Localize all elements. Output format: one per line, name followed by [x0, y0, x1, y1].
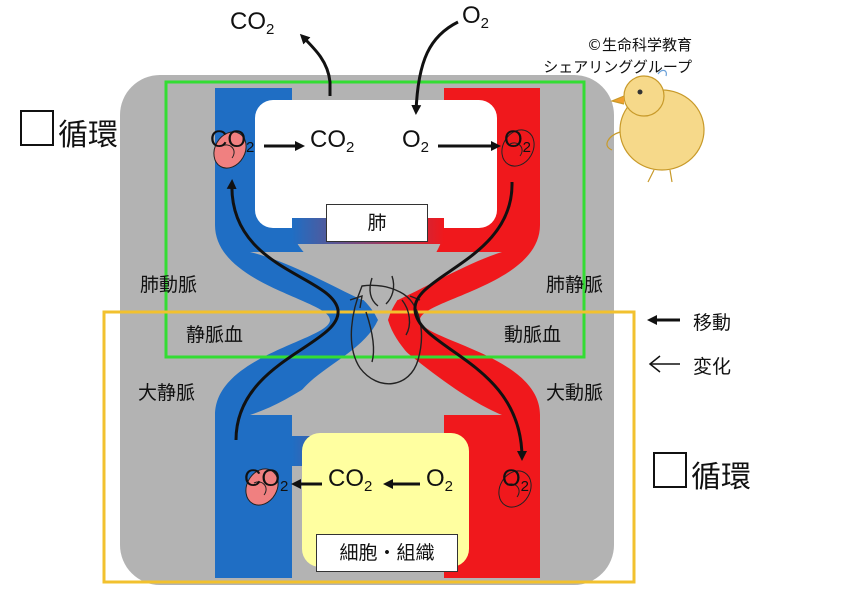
chick-icon — [606, 69, 705, 183]
pulmonary-artery-label: 肺動脈 — [140, 274, 198, 296]
legend-change-label: 変化 — [693, 356, 732, 378]
o2-alveolus-label: O2 — [402, 126, 430, 156]
o2-blood-lung-label: O2 — [504, 126, 532, 156]
lung-area — [255, 100, 497, 228]
arterial-blood-label: 動脈血 — [504, 324, 562, 346]
arrow-o2-inhale — [411, 20, 459, 115]
venous-blood-label: 静脈血 — [186, 324, 244, 346]
co2-blood-tissue-label: CO2 — [244, 465, 289, 495]
credit-line-2: シェアリンググループ — [543, 58, 692, 76]
systemic-circulation-title: 循環 — [691, 460, 751, 495]
systemic-circulation-frame — [102, 310, 636, 584]
systemic-answer-blank[interactable] — [653, 452, 687, 488]
red-blood-cell-icon — [501, 129, 535, 167]
arterial-vessel — [388, 88, 540, 578]
aorta-label: 大動脈 — [546, 382, 604, 404]
co2-tissue-label: CO2 — [328, 465, 373, 495]
legend-move-label: 移動 — [693, 312, 732, 334]
o2-blood-tissue-label: O2 — [502, 465, 530, 495]
o2-inhaled-label: O2 — [462, 2, 490, 32]
red-blood-cell-icon — [498, 470, 532, 508]
legend-change-arrow-head — [648, 355, 661, 373]
lower-separator — [250, 345, 502, 415]
upper-separator — [250, 252, 502, 300]
vena-cava-label: 大静脈 — [138, 382, 196, 404]
lung-label: 肺 — [326, 204, 428, 242]
tissue-label: 細胞・組織 — [316, 534, 458, 572]
pulmonary-vein-label: 肺静脈 — [546, 274, 604, 296]
co2-alveolus-label: CO2 — [310, 126, 355, 156]
heart-icon — [349, 275, 423, 385]
pulmonary-circulation-title: 循環 — [58, 118, 118, 153]
red-blood-cell-icon — [245, 468, 279, 506]
pulmonary-answer-blank[interactable] — [20, 110, 54, 146]
credit-line-1: ©生命科学教育 — [586, 36, 692, 54]
co2-exhaled-label: CO2 — [230, 8, 275, 38]
red-blood-cell-icon — [213, 131, 247, 169]
co2-blood-lung-label: CO2 — [210, 126, 255, 156]
flow-arrow-lung-to-aorta — [413, 181, 527, 461]
arrow-co2-exhale — [299, 33, 332, 96]
tissue-area — [302, 433, 469, 567]
credit-text: ©生命科学教育 シェアリンググループ — [543, 34, 692, 78]
flow-arrow-venous-to-lung — [226, 179, 340, 441]
pulmonary-circulation-frame — [164, 80, 586, 359]
o2-tissue-label: O2 — [426, 465, 454, 495]
